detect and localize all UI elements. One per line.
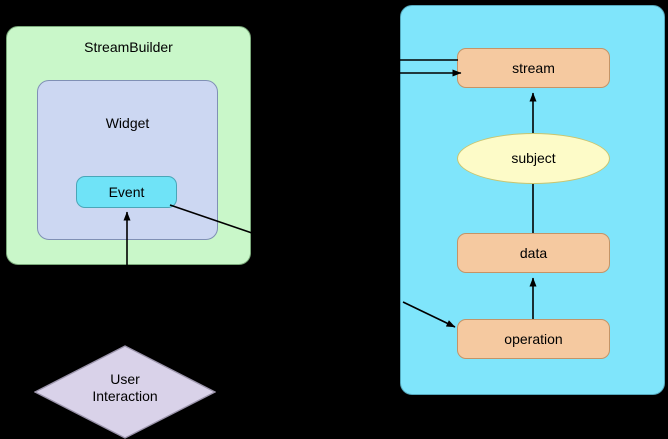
event-label: Event: [108, 183, 145, 200]
operation-label: operation: [504, 330, 563, 347]
widget-label: Widget: [105, 115, 150, 131]
streambuilder-label: StreamBuilder: [84, 39, 173, 55]
widget-container: Widget: [37, 80, 218, 240]
stream-label: stream: [512, 59, 555, 76]
user-interaction-label-line2: Interaction: [92, 388, 158, 404]
user-interaction-label: User Interaction: [92, 371, 157, 404]
event-node: Event: [76, 176, 177, 208]
stream-node: stream: [457, 48, 610, 88]
subject-label: subject: [511, 150, 556, 167]
user-interaction-label-line1: User: [110, 371, 140, 388]
data-node: data: [457, 233, 610, 273]
subject-node: subject: [457, 133, 610, 184]
data-label: data: [519, 244, 548, 261]
user-interaction-node: User Interaction: [34, 345, 216, 439]
operation-node: operation: [457, 319, 610, 359]
diamond-shape-icon: [34, 345, 216, 439]
